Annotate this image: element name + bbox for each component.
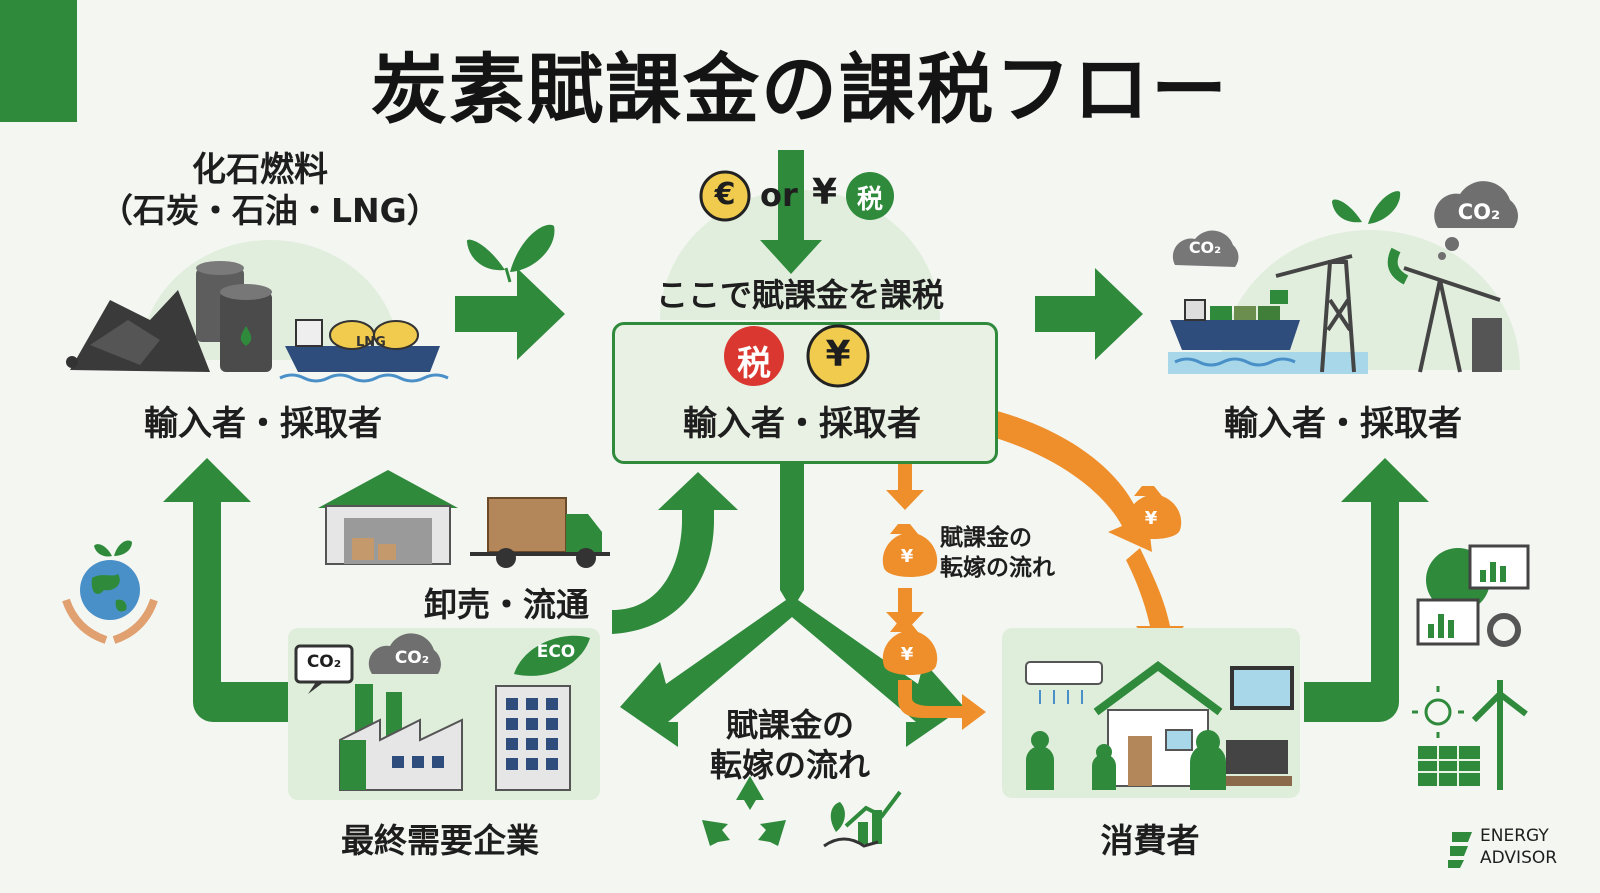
pass-through-side-line2: 転嫁の流れ	[940, 555, 1055, 581]
arrow-split-left	[620, 600, 798, 747]
euro-coin-icon	[699, 170, 751, 222]
co2-cloud-large-icon	[1434, 181, 1518, 260]
warehouse-icon	[318, 470, 458, 565]
fossil-fuel-title: 化石燃料	[192, 150, 328, 190]
globe-hands-icon	[62, 540, 158, 644]
truck-icon	[470, 497, 610, 568]
tax-badge-icon	[724, 326, 784, 386]
wholesale-label: 卸売・流通	[424, 585, 589, 624]
coal-pile-icon	[66, 290, 210, 372]
logo-line1: ENERGY	[1480, 826, 1549, 846]
co2-cloud-factory-icon	[368, 633, 441, 674]
leaf-icon	[466, 224, 555, 283]
analytics-globe-icon	[1416, 544, 1530, 647]
yen-badge-icon	[806, 324, 870, 388]
eco-leaf-icon	[514, 635, 590, 676]
money-bag-icon-1	[882, 524, 938, 577]
arrow-down-top	[760, 150, 822, 274]
tv-icon	[1222, 666, 1294, 786]
tax-badge-label: 税	[737, 344, 771, 384]
office-building-icon	[495, 685, 571, 791]
money-bag-yen-1: ¥	[900, 546, 914, 567]
euro-symbol: €	[714, 177, 736, 212]
oil-pump-icon	[1387, 247, 1502, 373]
eco-label: ECO	[536, 642, 576, 662]
arrow-wholesale-curve	[612, 472, 738, 634]
people-icon	[1026, 730, 1226, 790]
renewable-energy-icon	[1412, 680, 1528, 790]
pass-through-center-line2: 転嫁の流れ	[709, 746, 870, 784]
or-text: or	[760, 176, 798, 214]
tax-point-heading: ここで賦課金を課税	[655, 276, 944, 314]
orange-arrow-down-3	[898, 680, 986, 730]
co2-cloud-factory-label: CO₂	[394, 648, 430, 668]
co2-label-small: CO₂	[1188, 238, 1222, 257]
lng-ship-icon	[279, 319, 449, 383]
arrow-center-trunk	[780, 460, 804, 610]
crane-icon	[1270, 254, 1356, 373]
pass-through-center-line1: 賦課金の	[725, 706, 854, 744]
arrow-up-right	[1304, 458, 1429, 722]
tax-coin-label: 税	[856, 185, 883, 215]
arrow-up-left	[163, 458, 288, 722]
leaf-icon-right	[1332, 191, 1401, 224]
consumer-label: 消費者	[1100, 821, 1200, 860]
money-bag-icon-3	[1126, 486, 1182, 539]
fossil-fuel-subtitle: （石炭・石油・LNG）	[100, 191, 440, 230]
money-bag-yen-3: ¥	[1144, 508, 1158, 529]
tax-point-box	[612, 322, 998, 464]
corner-accent	[0, 0, 77, 122]
tax-point-label: 輸入者・採取者	[683, 404, 921, 444]
orange-arrow-curve	[982, 408, 1152, 552]
money-bag-icon-2	[882, 622, 938, 675]
growth-chart-icon	[823, 790, 902, 848]
end-company-label: 最終需要企業	[341, 821, 539, 860]
orange-arrow-down-1	[886, 460, 924, 510]
yen-symbol: ¥	[812, 172, 838, 213]
cargo-ship-icon	[1168, 299, 1368, 374]
arrow-right-right	[1035, 268, 1143, 360]
page-title: 炭素賦課金の課税フロー	[371, 45, 1229, 134]
arrow-right-left	[455, 268, 565, 360]
factory-icon	[339, 684, 463, 791]
left-node-label: 輸入者・採取者	[144, 404, 382, 444]
oil-barrel-icon	[196, 261, 272, 372]
tax-coin-icon	[846, 172, 894, 220]
logo-line2: ADVISOR	[1480, 848, 1558, 868]
co2-label-large: CO₂	[1457, 200, 1501, 224]
pass-through-side-line1: 賦課金の	[940, 525, 1032, 551]
recycle-icon	[702, 776, 786, 846]
right-node-label: 輸入者・採取者	[1224, 404, 1462, 444]
yen-badge-label: ¥	[825, 334, 851, 375]
co2-bubble-label: CO₂	[306, 652, 342, 672]
lng-ship-label: LNG	[356, 335, 386, 350]
air-conditioner-icon	[1025, 661, 1103, 704]
co2-cloud-icon	[1172, 230, 1239, 267]
orange-arrow-down-2	[886, 588, 924, 632]
co2-speech-bubble-icon	[294, 644, 354, 694]
money-bag-yen-2: ¥	[900, 644, 914, 665]
